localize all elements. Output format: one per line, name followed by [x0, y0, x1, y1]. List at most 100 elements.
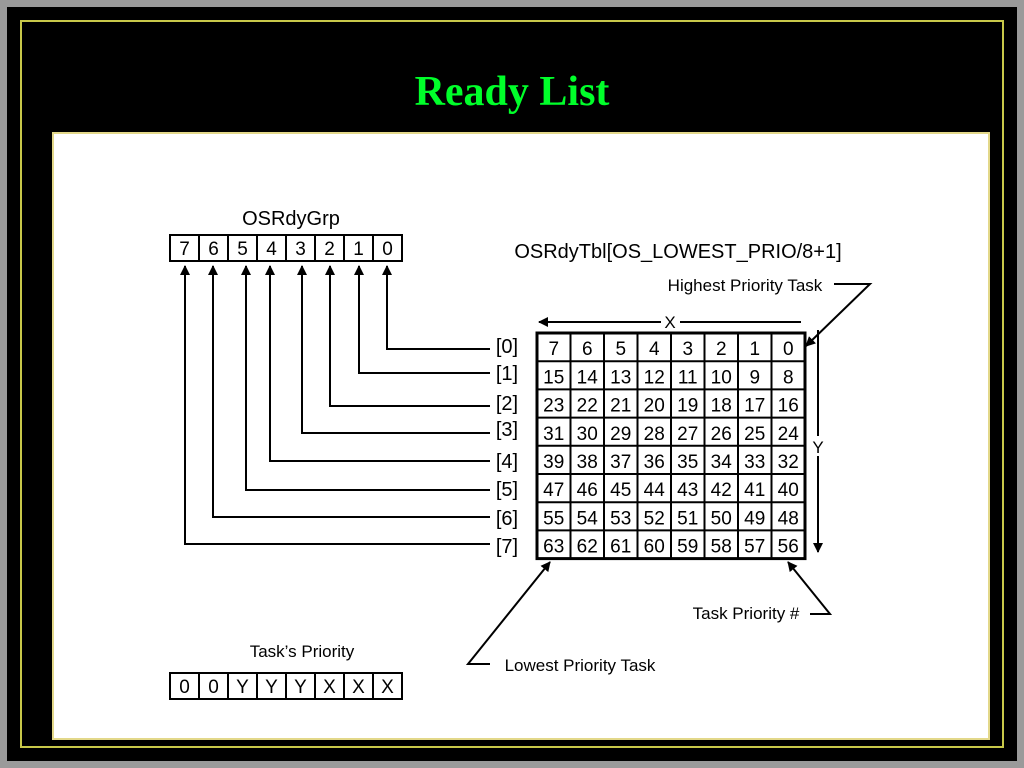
table-cell: 44 — [644, 480, 666, 501]
table-cell: 52 — [644, 508, 665, 529]
table-cell: 48 — [778, 508, 799, 529]
task-priority-number-arrow — [787, 561, 833, 615]
table-cell: 27 — [677, 424, 698, 445]
table-cell: 18 — [711, 396, 732, 417]
priority-cell-bit: X — [323, 677, 336, 698]
table-cell: 24 — [778, 424, 800, 445]
table-cell: 15 — [543, 367, 564, 388]
table-cell: 39 — [543, 452, 564, 473]
task-priority-label: Task’s Priority — [250, 642, 355, 661]
table-cell: 12 — [644, 367, 665, 388]
osrdygrp-cell-bit: 4 — [266, 239, 277, 260]
row-label: [0] — [496, 336, 518, 358]
x-axis-label: X — [664, 313, 675, 332]
lowest-priority-arrow — [465, 561, 551, 665]
table-cell: 11 — [678, 367, 698, 388]
row-to-bit-arrow — [382, 265, 490, 350]
table-cell: 57 — [744, 537, 765, 558]
y-axis-label: Y — [812, 438, 823, 457]
table-cell: 21 — [610, 396, 631, 417]
table-cell: 49 — [744, 508, 765, 529]
table-cell: 35 — [677, 452, 698, 473]
osrdygrp-cell-bit: 6 — [208, 239, 219, 260]
row-to-bit-arrow — [180, 265, 490, 545]
table-cell: 6 — [582, 339, 593, 360]
table-cell: 38 — [577, 452, 598, 473]
row-to-bit-arrow — [354, 265, 490, 374]
table-cell: 58 — [711, 537, 732, 558]
table-cell: 2 — [716, 339, 727, 360]
table-cell: 29 — [610, 424, 631, 445]
table-cell: 40 — [778, 480, 799, 501]
table-cell: 32 — [778, 452, 799, 473]
table-cell: 31 — [543, 424, 564, 445]
table-cell: 50 — [711, 508, 732, 529]
table-cell: 30 — [577, 424, 598, 445]
row-label: [2] — [496, 393, 518, 415]
slide-title: Ready List — [414, 69, 610, 115]
osrdygrp-cell-bit: 3 — [295, 239, 306, 260]
table-cell: 63 — [543, 537, 564, 558]
table-cell: 56 — [778, 537, 799, 558]
osrdygrp-cell-bit: 1 — [353, 239, 364, 260]
priority-cell-bit: X — [381, 677, 394, 698]
table-cell: 9 — [749, 367, 760, 388]
table-cell: 36 — [644, 452, 665, 473]
table-cell: 1 — [749, 339, 760, 360]
bit-to-row-arrows — [180, 265, 490, 545]
table-cell: 47 — [543, 480, 564, 501]
table-cell: 3 — [682, 339, 693, 360]
table-cell: 0 — [783, 339, 794, 360]
osrdygrp-cell-bit: 7 — [179, 239, 190, 260]
table-cell: 8 — [783, 367, 794, 388]
table-cell: 45 — [610, 480, 631, 501]
table-cell: 20 — [644, 396, 665, 417]
row-label: [3] — [496, 419, 518, 441]
row-to-bit-arrow — [241, 265, 490, 491]
table-cell: 55 — [543, 508, 564, 529]
table-cell: 60 — [644, 537, 665, 558]
osrdygrp-cell-bit: 2 — [324, 239, 335, 260]
priority-cell-bit: Y — [294, 677, 307, 698]
row-label: [7] — [496, 536, 518, 558]
table-cell: 46 — [577, 480, 598, 501]
table-cell: 19 — [677, 396, 698, 417]
table-cell: 10 — [711, 367, 732, 388]
highest-priority-arrow — [805, 283, 873, 347]
table-cell: 16 — [778, 396, 799, 417]
table-cell: 51 — [677, 508, 698, 529]
highest-priority-label: Highest Priority Task — [668, 276, 823, 295]
table-cell: 59 — [677, 537, 698, 558]
osrdygrp-cell-bit: 5 — [237, 239, 248, 260]
table-cell: 13 — [610, 367, 631, 388]
table-cell: 23 — [543, 396, 564, 417]
row-to-bit-arrow — [325, 265, 490, 407]
task-priority-number-label: Task Priority # — [693, 604, 800, 623]
table-cell: 25 — [744, 424, 765, 445]
priority-cell-bit: Y — [236, 677, 249, 698]
table-cell: 42 — [711, 480, 732, 501]
table-cell: 34 — [711, 452, 733, 473]
table-cell: 53 — [610, 508, 631, 529]
table-cell: 33 — [744, 452, 765, 473]
osrdygrp-label: OSRdyGrp — [242, 208, 340, 230]
table-cell: 17 — [744, 396, 765, 417]
row-to-bit-arrow — [208, 265, 490, 518]
white-panel — [52, 132, 990, 740]
table-cell: 4 — [649, 339, 660, 360]
table-cell: 41 — [744, 480, 765, 501]
priority-cell-bit: X — [352, 677, 365, 698]
priority-cell-bit: 0 — [179, 677, 190, 698]
table-cell: 61 — [610, 537, 631, 558]
table-cell: 54 — [577, 508, 599, 529]
table-cell: 14 — [577, 367, 599, 388]
row-to-bit-arrow — [265, 265, 490, 462]
table-cell: 7 — [548, 339, 559, 360]
table-cell: 22 — [577, 396, 598, 417]
table-cell: 43 — [677, 480, 698, 501]
